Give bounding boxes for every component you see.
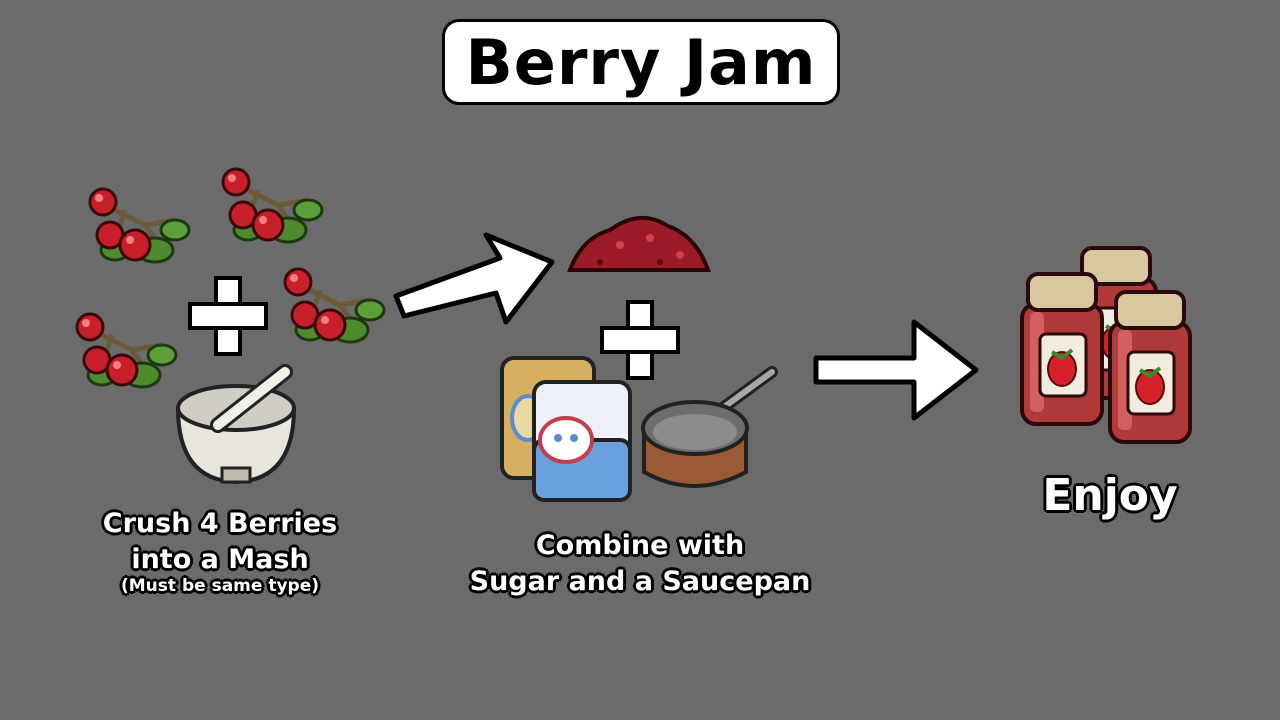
saucepan-icon <box>641 366 778 488</box>
plus-icon <box>600 300 680 380</box>
step3-caption: Enjoy <box>1042 470 1178 521</box>
berry-branch-icon <box>77 314 176 387</box>
step2-caption-line2: Sugar and a Saucepan <box>469 566 811 597</box>
step1-caption-line1: Crush 4 Berries <box>102 508 338 539</box>
mortar-and-pestle-icon <box>175 364 297 485</box>
step1-note: (Must be same type) <box>121 576 319 596</box>
berry-branch-icon <box>90 189 189 262</box>
page-title: Berry Jam <box>465 25 817 99</box>
step2-caption-line1: Combine with <box>535 530 745 561</box>
title-banner: Berry Jam <box>445 22 837 102</box>
step1-caption: Crush 4 Berries into a Mash <box>70 506 370 578</box>
sugar-bag-icon <box>500 356 632 502</box>
berry-branch-icon <box>223 169 322 242</box>
arrow-right-icon <box>813 319 979 421</box>
step1-caption-line2: into a Mash <box>131 544 309 575</box>
step2-caption: Combine with Sugar and a Saucepan <box>440 528 840 600</box>
jam-jar-icon <box>1020 272 1104 426</box>
berry-branch-icon <box>285 269 384 342</box>
jam-jar-icon <box>1108 290 1192 444</box>
arrow-right-icon <box>393 232 555 325</box>
plus-icon <box>188 276 268 356</box>
berry-mash-icon <box>567 215 711 272</box>
